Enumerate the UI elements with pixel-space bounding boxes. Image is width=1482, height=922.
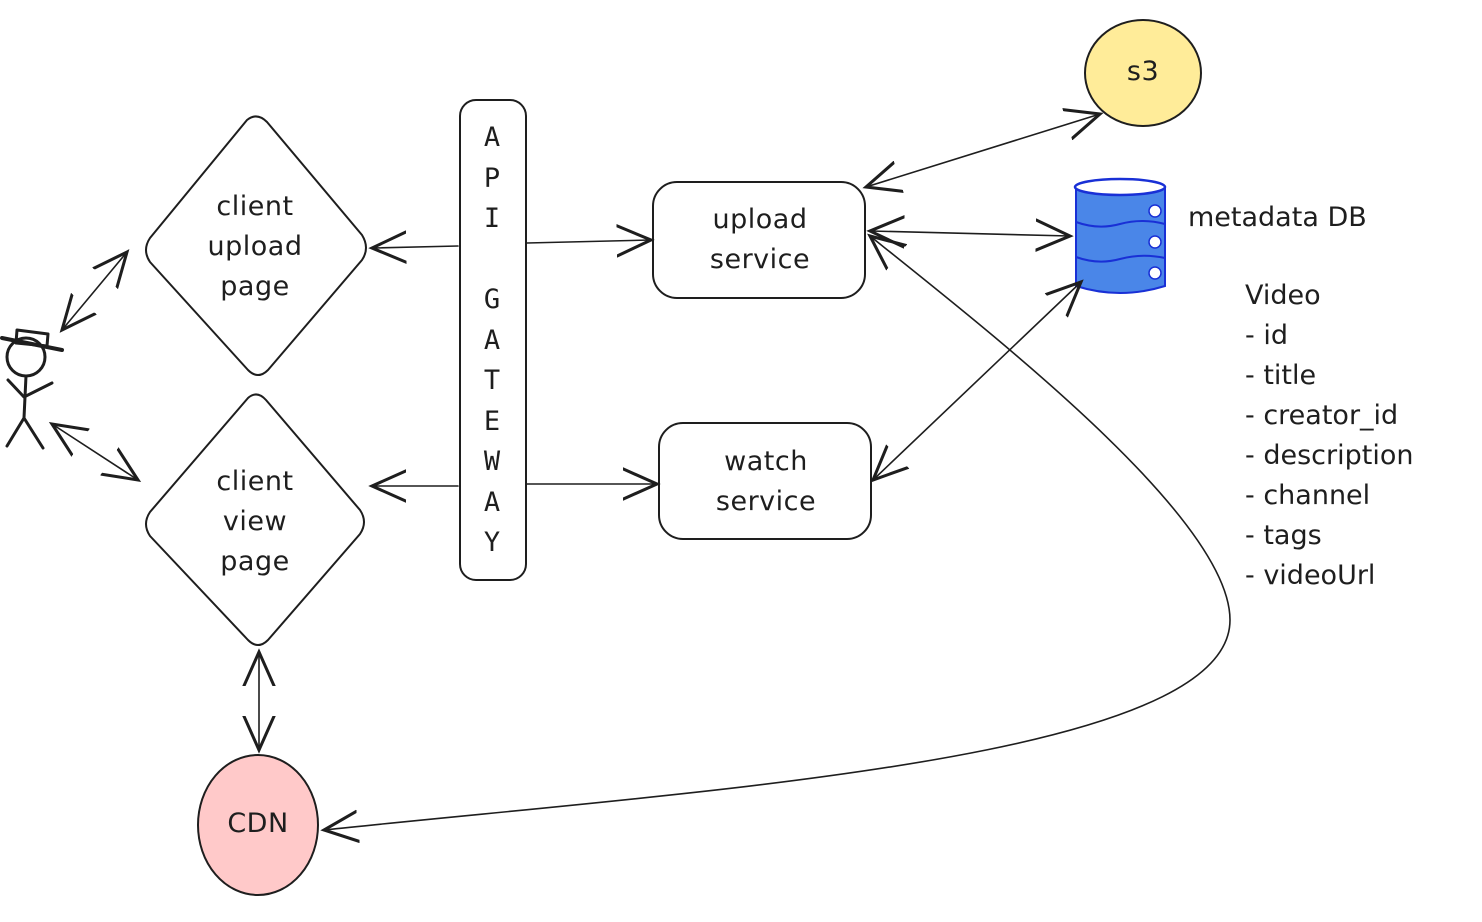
edge-upload-service-metadata-db (870, 231, 1070, 236)
cdn-shape[interactable] (197, 754, 319, 896)
upload-service-label: upload service (680, 200, 840, 280)
gateway-letter: T (483, 365, 501, 396)
label-line: client (216, 466, 294, 497)
schema-title: Video (1245, 280, 1321, 311)
gateway-letter: I (483, 203, 501, 234)
client-view-page-shape[interactable] (145, 393, 365, 646)
s3-shape[interactable] (1084, 19, 1202, 127)
schema-field: - videoUrl (1245, 560, 1376, 591)
client-upload-page-shape[interactable] (145, 115, 367, 376)
gateway-letter: P (483, 162, 501, 194)
schema-field: - id (1245, 320, 1288, 351)
edge-upload-service-s3 (866, 114, 1100, 187)
gateway-letter: A (483, 486, 501, 518)
label-line: upload (207, 231, 303, 262)
gateway-letter (462, 240, 522, 281)
gateway-letter: A (483, 324, 501, 356)
label-line: page (220, 546, 290, 577)
database-icon[interactable] (1073, 177, 1167, 294)
label-line: service (709, 244, 811, 275)
label-line: watch (724, 446, 808, 477)
gateway-letter: W (483, 446, 501, 477)
schema-field: - tags (1245, 520, 1322, 551)
schema-field: - creator_id (1245, 400, 1399, 431)
schema-field: - channel (1245, 480, 1371, 511)
metadata-db-label: metadata DB (1188, 202, 1367, 233)
gateway-letter: G (483, 284, 501, 315)
api-gateway-label: A P I G A T E W A Y (462, 118, 522, 564)
label-line: client (216, 191, 294, 222)
schema-field: - description (1245, 440, 1414, 471)
gateway-letter: A (483, 122, 501, 153)
edge-user-client-upload-page (62, 252, 127, 330)
user-stick-figure-icon (0, 328, 64, 450)
client-view-page-label: client view page (185, 462, 325, 582)
schema-field: - title (1245, 360, 1317, 391)
s3-label: s3 (1126, 56, 1160, 87)
watch-service-label: watch service (686, 442, 846, 522)
gateway-letter: E (483, 405, 501, 437)
label-line: upload (712, 204, 808, 235)
video-schema: Video - id - title - creator_id - descri… (1245, 276, 1413, 596)
edges (52, 114, 1231, 830)
cdn-label: CDN (227, 808, 289, 839)
label-line: view (222, 506, 288, 537)
label-line: service (715, 486, 817, 517)
edge-gateway-upload-service (526, 240, 651, 243)
gateway-letter: Y (483, 527, 501, 558)
edge-watch-service-metadata-db (873, 282, 1081, 480)
edge-user-client-view-page (52, 424, 138, 480)
label-line: page (220, 271, 290, 302)
edge-upload-service-cdn (324, 236, 1231, 830)
client-upload-page-label: client upload page (185, 187, 325, 307)
edge-gateway-client-upload-page (372, 246, 459, 248)
